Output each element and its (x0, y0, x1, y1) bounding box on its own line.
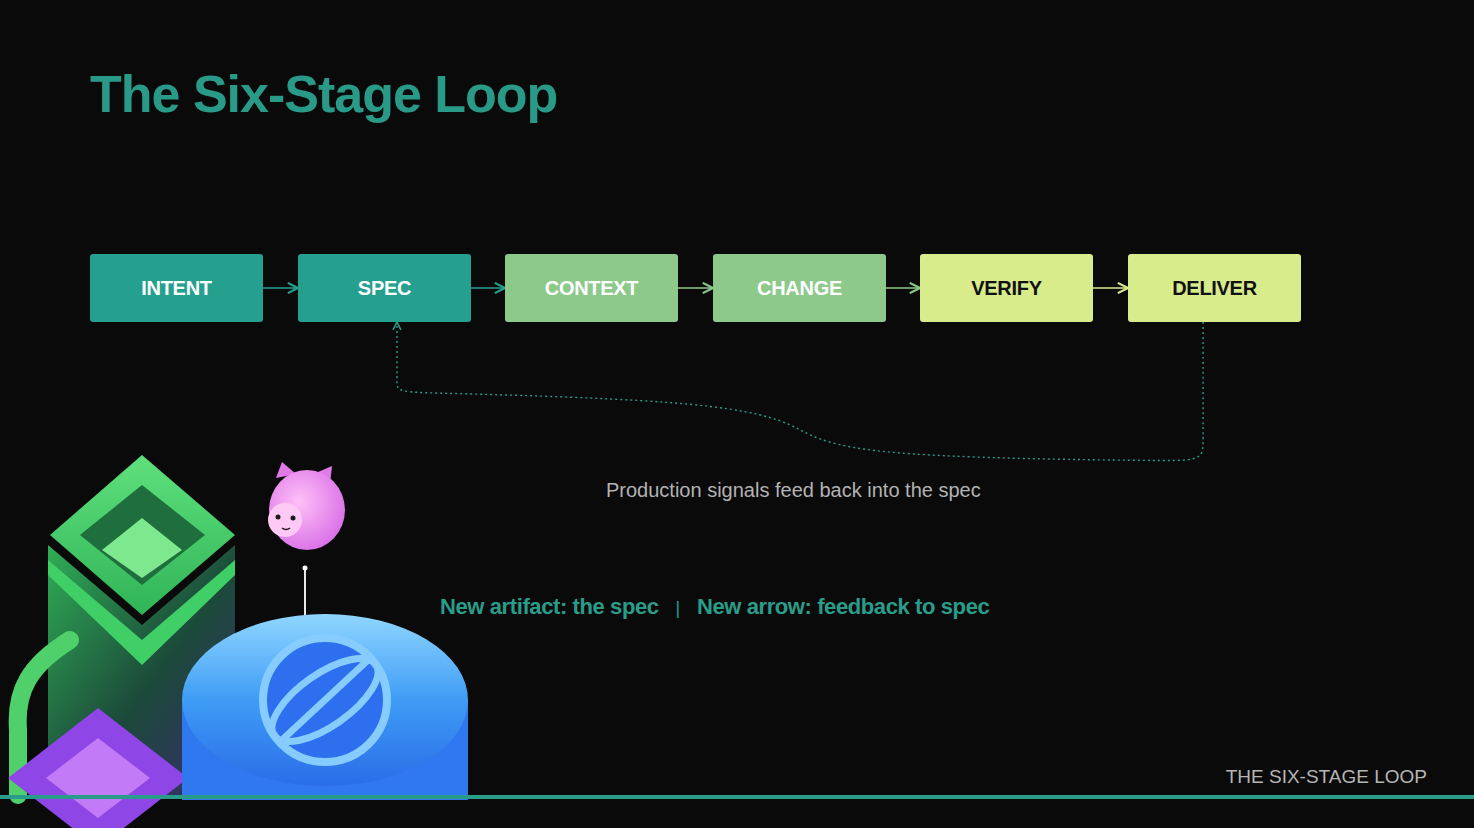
feedback-arrow (397, 322, 1203, 461)
globe-axis (282, 660, 368, 740)
edge-label: Production signals feed back into the sp… (603, 479, 984, 502)
mascot-head (269, 470, 345, 550)
eye (276, 515, 281, 520)
process-box: SPEC (298, 254, 471, 322)
note-text: New arrow: feedback to spec (697, 594, 989, 620)
process-box: VERIFY (920, 254, 1093, 322)
top-diamond (50, 455, 235, 615)
globe-disc-illustration (182, 566, 468, 801)
footer-text: THE SIX-STAGE LOOP (1226, 766, 1427, 788)
process-box: CONTEXT (505, 254, 678, 322)
stage-label: SPEC (358, 277, 411, 300)
stage-label: CONTEXT (545, 277, 638, 300)
globe-ring (259, 643, 390, 757)
process-box: INTENT (90, 254, 263, 322)
note-text: New artifact: the spec (440, 594, 659, 620)
stage-label: INTENT (141, 277, 211, 300)
separator: | (676, 598, 680, 619)
pin-dot (303, 566, 308, 571)
bottom-rule (0, 795, 1474, 799)
process-box: CHANGE (713, 254, 886, 322)
top-diamond-inner (102, 518, 182, 578)
pin (304, 568, 306, 615)
flow-arrow (471, 287, 505, 289)
process-box: DELIVER (1128, 254, 1301, 322)
flow-arrow (1093, 287, 1128, 289)
flow-arrow (263, 287, 298, 289)
purple-diamond (8, 708, 188, 828)
slide-title: The Six-Stage Loop (90, 64, 557, 124)
purple-diamond-inner (46, 738, 150, 818)
stage-label: CHANGE (757, 277, 842, 300)
flow-arrow (886, 287, 920, 289)
stage-label: DELIVER (1172, 277, 1257, 300)
top-diamond-hole (80, 485, 205, 585)
note-row: New artifact: the spec | New arrow: feedba… (440, 594, 989, 620)
mascot-face (268, 503, 302, 537)
mouth (282, 528, 290, 530)
flow-arrow (678, 287, 713, 289)
mascot-illustration (268, 462, 345, 550)
eye (291, 516, 296, 521)
disc-top (182, 614, 468, 786)
stage-label: VERIFY (971, 277, 1041, 300)
